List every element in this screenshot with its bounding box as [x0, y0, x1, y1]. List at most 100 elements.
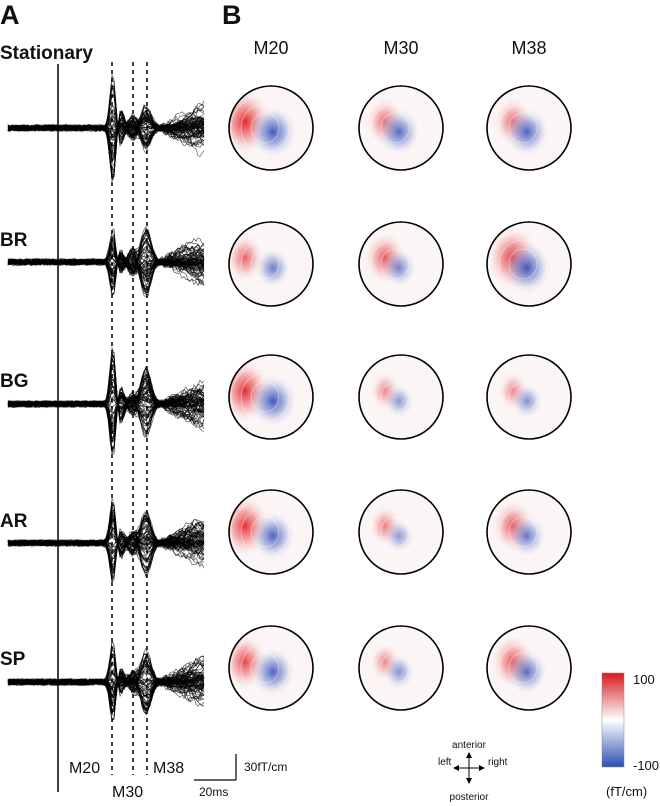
component-label-m38: M38 — [153, 760, 184, 777]
head-outline — [358, 489, 444, 575]
waveform-row — [7, 73, 205, 183]
topo-map — [486, 221, 572, 307]
negative-field-lobe — [255, 248, 291, 288]
panel-a-label: A — [0, 0, 20, 30]
waveform-trace — [7, 110, 205, 181]
condition-labels: Stationary BR BG AR SP — [0, 43, 93, 670]
negative-field-lobe — [381, 248, 417, 288]
waveform-trace — [7, 668, 205, 720]
orientation-posterior: posterior — [450, 792, 490, 803]
negative-field-lobe — [505, 108, 549, 156]
colorbar-min-label: -100 — [633, 758, 659, 773]
colorbar: 100 -100 (fT/cm) — [601, 672, 659, 799]
condition-label-bg: BG — [0, 371, 29, 392]
topo-map — [228, 85, 314, 171]
colorbar-gradient — [601, 672, 625, 768]
topo-map — [358, 221, 444, 307]
colorbar-max-label: 100 — [633, 672, 655, 687]
map-column-title-m30: M30 — [383, 38, 418, 58]
scale-time-label: 20ms — [199, 785, 228, 799]
head-outline — [486, 85, 572, 171]
waveform-trace — [7, 648, 205, 705]
topo-map — [358, 625, 444, 711]
waveform-trace — [7, 377, 205, 453]
waveform-row — [7, 639, 205, 722]
head-outline — [228, 625, 314, 711]
topo-map — [486, 354, 572, 440]
head-outline — [358, 221, 444, 307]
waveform-trace — [7, 506, 205, 555]
head-outline — [228, 489, 314, 575]
negative-field-lobe — [384, 519, 414, 553]
waveform-trace — [7, 667, 205, 712]
waveform-traces — [7, 73, 205, 722]
waveform-trace — [7, 250, 205, 294]
head-outline — [358, 354, 444, 440]
waveform-trace — [7, 346, 205, 429]
head-outline — [486, 354, 572, 440]
topo-map — [228, 221, 314, 307]
topo-map — [358, 85, 444, 171]
topo-map — [486, 625, 572, 711]
panel-b-label: B — [222, 0, 242, 30]
waveform-trace — [7, 353, 205, 433]
waveform-trace — [7, 238, 205, 272]
colorbar-unit-label: (fT/cm) — [606, 784, 647, 799]
condition-label-stationary: Stationary — [0, 43, 93, 64]
topo-map — [228, 625, 314, 711]
waveform-trace — [7, 95, 205, 141]
head-outline — [228, 221, 314, 307]
head-outline — [358, 85, 444, 171]
condition-label-sp: SP — [0, 649, 26, 670]
map-column-title-m38: M38 — [511, 38, 546, 58]
topo-map — [358, 489, 444, 575]
waveform-row — [7, 225, 205, 298]
head-outline — [486, 221, 572, 307]
topo-map — [486, 489, 572, 575]
waveform-trace — [7, 395, 205, 433]
waveform-trace — [7, 662, 205, 711]
negative-field-lobe — [508, 515, 546, 557]
condition-label-br: BR — [0, 230, 28, 251]
waveform-trace — [7, 653, 205, 697]
negative-field-lobe — [249, 375, 297, 427]
waveform-trace — [7, 378, 205, 417]
topo-map — [486, 85, 572, 171]
topo-map — [358, 354, 444, 440]
component-label-m30: M30 — [112, 784, 143, 801]
negative-field-lobe — [383, 654, 415, 690]
waveform-trace — [7, 354, 205, 432]
orientation-indicator: anterior posterior left right — [438, 740, 508, 803]
positive-field-lobe — [229, 234, 264, 282]
negative-field-lobe — [503, 242, 551, 294]
orientation-anterior: anterior — [452, 740, 487, 751]
negative-field-lobe — [377, 108, 421, 156]
waveform-trace — [7, 228, 205, 277]
waveform-trace — [7, 667, 205, 697]
waveform-trace — [7, 240, 205, 298]
negative-field-lobe — [251, 512, 295, 560]
negative-field-lobe — [251, 648, 295, 696]
scale-amplitude-label: 30fT/cm — [244, 760, 287, 774]
map-column-title-m20: M20 — [253, 38, 288, 58]
negative-field-lobe — [249, 106, 297, 158]
head-outline — [358, 625, 444, 711]
waveform-trace — [7, 106, 205, 170]
topo-map — [228, 489, 314, 575]
head-outline — [228, 85, 314, 171]
waveform-trace — [7, 515, 205, 552]
condition-label-ar: AR — [0, 511, 28, 532]
negative-field-lobe — [506, 649, 548, 695]
topographic-maps — [228, 85, 572, 711]
orientation-right: right — [488, 757, 508, 768]
negative-field-lobe — [384, 384, 414, 418]
head-outline — [228, 354, 314, 440]
waveform-trace — [7, 110, 205, 183]
head-outline — [486, 489, 572, 575]
waveform-trace — [7, 229, 205, 266]
topo-map — [228, 354, 314, 440]
waveform-trace — [7, 109, 205, 134]
negative-field-lobe — [511, 383, 543, 419]
waveform-row — [7, 346, 205, 455]
